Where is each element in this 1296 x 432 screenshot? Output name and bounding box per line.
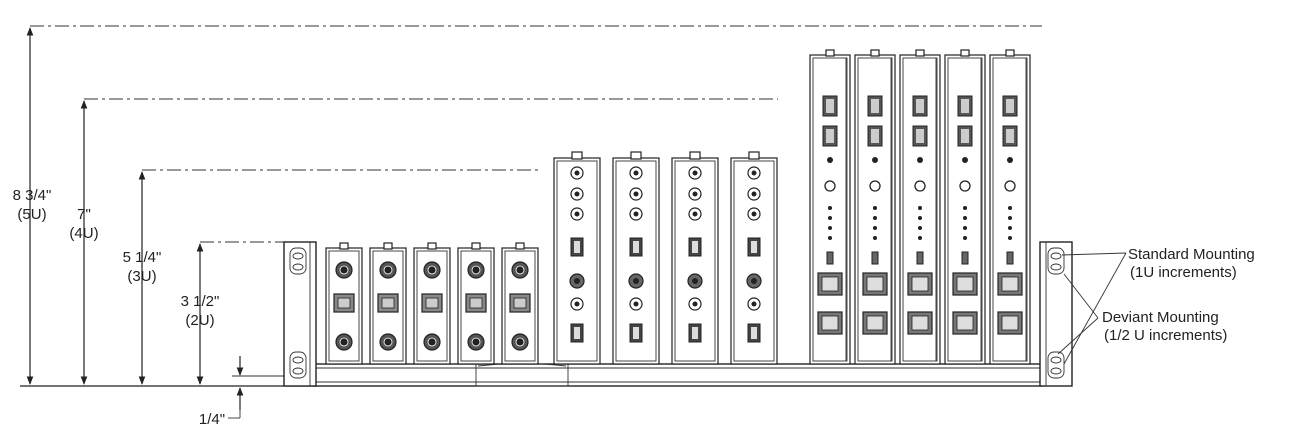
- small-module: [457, 242, 495, 365]
- tall-module: [809, 49, 851, 365]
- tall-module: [899, 49, 941, 365]
- deviant-mounting-label: Deviant Mounting: [1102, 309, 1219, 326]
- dim-5u-value: 8 3/4": [13, 187, 52, 204]
- dim-quarter-value: 1/4": [199, 411, 225, 428]
- small-module: [501, 242, 539, 365]
- standard-mounting-sub: (1U increments): [1130, 264, 1237, 281]
- ear-slot-right-1: [1047, 247, 1065, 275]
- deviant-leader-1: [1063, 273, 1099, 319]
- ear-slot-left-1: [289, 247, 307, 275]
- dim-5u-units: (5U): [17, 206, 46, 223]
- small-module: [325, 242, 363, 365]
- dim-2u-value: 3 1/2": [181, 293, 220, 310]
- rack-shelf: [313, 363, 1043, 387]
- dim-2u-units: (2U): [185, 312, 214, 329]
- dim-4u-value: 7": [77, 206, 91, 223]
- ear-slot-left-2: [289, 351, 307, 379]
- deviant-leader-2: [1057, 317, 1099, 355]
- dim-3u-units: (3U): [127, 268, 156, 285]
- tall-module: [944, 49, 986, 365]
- medium-module: [553, 151, 601, 365]
- left-rack-ear: [283, 241, 317, 387]
- standard-mounting-label: Standard Mounting: [1128, 246, 1255, 263]
- standard-leader-1: [1061, 252, 1127, 256]
- medium-module: [730, 151, 778, 365]
- small-module: [369, 242, 407, 365]
- dim-4u-units: (4U): [69, 225, 98, 242]
- medium-module: [612, 151, 660, 365]
- medium-module: [671, 151, 719, 365]
- deviant-mounting-sub: (1/2 U increments): [1104, 327, 1227, 344]
- standard-leader-2: [1063, 252, 1127, 365]
- ear-slot-right-2: [1047, 351, 1065, 379]
- modules-layer: [325, 49, 1031, 365]
- dim-3u-value: 5 1/4": [123, 249, 162, 266]
- right-rack-ear: [1039, 241, 1073, 387]
- small-module: [413, 242, 451, 365]
- tall-module: [854, 49, 896, 365]
- tall-module: [989, 49, 1031, 365]
